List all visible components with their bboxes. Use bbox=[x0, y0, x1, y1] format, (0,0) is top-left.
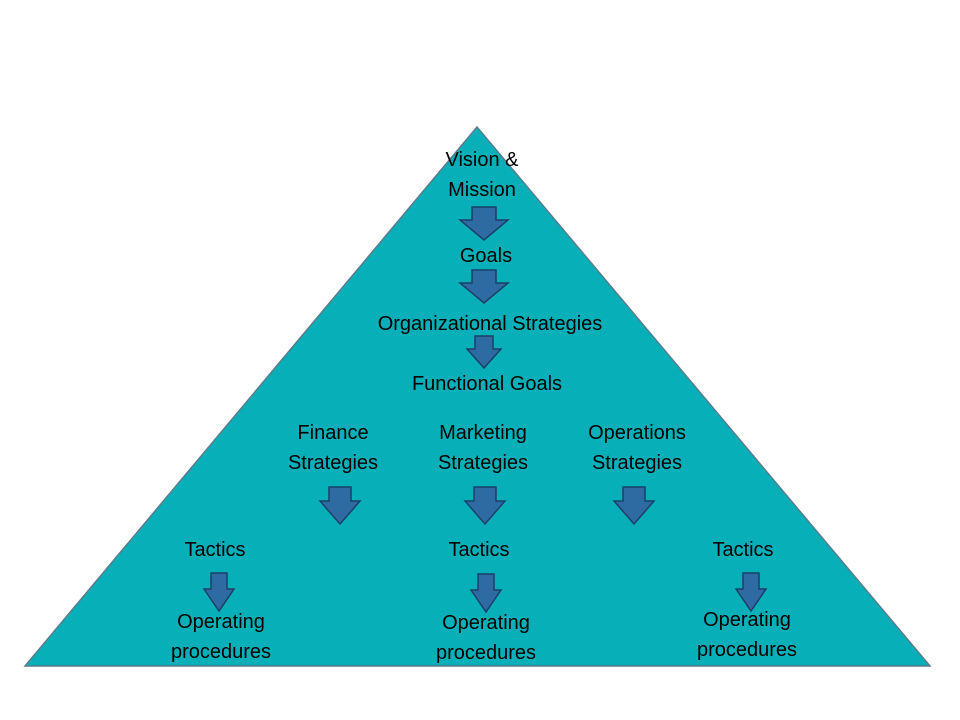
down-arrow-icon bbox=[612, 486, 656, 526]
pyramid-shape bbox=[23, 125, 932, 667]
tactics-label-finance: Tactics bbox=[184, 539, 246, 561]
finance-line2: Strategies bbox=[287, 452, 379, 474]
vision-line: Vision & bbox=[445, 149, 519, 171]
marketing-strategies-label: Marketing Strategies bbox=[438, 418, 528, 478]
tactics-label-operations: Tactics bbox=[712, 539, 774, 561]
down-arrow-icon bbox=[202, 572, 236, 613]
procedures-line: procedures bbox=[435, 642, 537, 664]
down-arrow-icon bbox=[465, 335, 503, 370]
marketing-line2: Strategies bbox=[437, 452, 529, 474]
operating-procedures-marketing: Operating procedures bbox=[436, 608, 536, 668]
operations-line2: Strategies bbox=[591, 452, 683, 474]
down-arrow-icon bbox=[457, 206, 511, 241]
operating-procedures-operations: Operating procedures bbox=[697, 605, 797, 665]
vision-mission-label: Vision & Mission bbox=[445, 145, 518, 205]
down-arrow-icon bbox=[318, 486, 362, 526]
goals-label: Goals bbox=[459, 245, 513, 267]
tactics-label-marketing: Tactics bbox=[448, 539, 510, 561]
down-arrow-icon bbox=[457, 269, 511, 304]
operating-line: Operating bbox=[442, 612, 530, 634]
functional-goals-label: Functional Goals bbox=[411, 373, 563, 395]
finance-strategies-label: Finance Strategies bbox=[288, 418, 378, 478]
organizational-strategies-label: Organizational Strategies bbox=[377, 313, 603, 335]
mission-line: Mission bbox=[448, 179, 516, 201]
operating-line: Operating bbox=[703, 609, 791, 631]
down-arrow-icon bbox=[469, 573, 503, 614]
down-arrow-icon bbox=[463, 486, 507, 526]
operating-procedures-finance: Operating procedures bbox=[171, 607, 271, 667]
finance-line1: Finance bbox=[297, 422, 369, 444]
operations-strategies-label: Operations Strategies bbox=[588, 418, 686, 478]
marketing-line1: Marketing bbox=[439, 422, 527, 444]
procedures-line: procedures bbox=[170, 641, 272, 663]
procedures-line: procedures bbox=[696, 639, 798, 661]
operating-line: Operating bbox=[177, 611, 265, 633]
operations-line1: Operations bbox=[588, 422, 686, 444]
down-arrow-icon bbox=[734, 572, 768, 613]
